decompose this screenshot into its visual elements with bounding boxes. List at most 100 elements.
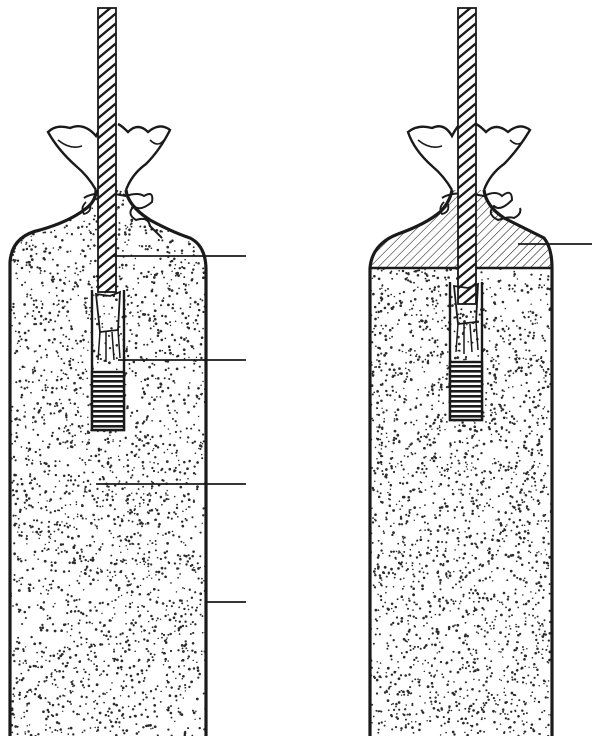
stipple-dot	[500, 280, 502, 282]
stipple-dot	[521, 289, 524, 292]
stipple-dot	[139, 245, 141, 247]
stipple-dot	[378, 540, 380, 542]
stipple-dot	[134, 621, 137, 624]
stipple-dot	[446, 576, 448, 578]
stipple-dot	[144, 435, 146, 437]
stipple-dot	[439, 427, 441, 429]
stipple-dot	[64, 646, 66, 648]
stipple-dot	[385, 290, 387, 292]
stipple-dot	[49, 403, 52, 406]
stipple-dot	[463, 359, 465, 361]
stipple-dot	[161, 468, 163, 470]
stipple-dot	[463, 512, 465, 514]
stipple-dot	[67, 266, 69, 268]
stipple-dot	[434, 514, 436, 516]
stipple-dot	[69, 525, 71, 527]
stipple-dot	[153, 643, 155, 645]
stipple-dot	[90, 559, 92, 561]
stipple-dot	[397, 661, 399, 663]
stipple-dot	[539, 585, 542, 588]
stipple-dot	[116, 369, 118, 371]
stipple-dot	[515, 474, 516, 475]
stipple-dot	[502, 656, 503, 657]
stipple-dot	[185, 690, 186, 691]
stipple-dot	[57, 273, 59, 275]
stipple-dot	[431, 290, 433, 292]
stipple-dot	[415, 617, 416, 618]
stipple-dot	[405, 651, 408, 654]
stipple-dot	[429, 697, 431, 699]
stipple-dot	[196, 397, 197, 398]
stipple-dot	[85, 696, 87, 698]
stipple-dot	[427, 354, 430, 357]
stipple-dot	[27, 200, 29, 202]
stipple-dot	[533, 396, 535, 398]
stipple-dot	[466, 464, 468, 466]
stipple-dot	[25, 458, 27, 460]
stipple-dot	[486, 502, 488, 504]
stipple-dot	[68, 432, 70, 434]
stipple-dot	[43, 193, 45, 195]
stipple-dot	[385, 586, 387, 588]
stipple-dot	[429, 605, 432, 608]
stipple-dot	[445, 284, 448, 287]
stipple-dot	[72, 691, 74, 693]
stipple-dot	[125, 612, 127, 614]
stipple-dot	[458, 350, 460, 352]
stipple-dot	[438, 651, 440, 653]
stipple-dot	[114, 599, 116, 601]
stipple-dot	[80, 643, 82, 645]
stipple-dot	[141, 396, 143, 398]
stipple-dot	[68, 728, 70, 730]
stipple-dot	[401, 523, 403, 525]
stipple-dot	[19, 577, 21, 579]
stipple-dot	[382, 553, 383, 554]
stipple-dot	[70, 250, 72, 252]
stipple-dot	[129, 628, 132, 631]
stipple-dot	[31, 222, 33, 224]
stipple-dot	[475, 649, 477, 651]
stipple-dot	[538, 628, 540, 630]
stipple-dot	[202, 443, 203, 444]
stipple-dot	[23, 522, 26, 525]
stipple-dot	[51, 561, 53, 563]
stipple-dot	[126, 592, 128, 594]
stipple-dot	[515, 465, 518, 468]
stipple-dot	[148, 500, 150, 502]
stipple-dot	[434, 700, 437, 703]
stipple-dot	[201, 650, 203, 652]
stipple-dot	[105, 714, 107, 716]
stipple-dot	[435, 691, 437, 693]
stipple-dot	[531, 541, 533, 543]
stipple-dot	[421, 584, 424, 587]
stipple-dot	[481, 472, 483, 474]
stipple-dot	[65, 425, 67, 427]
stipple-dot	[390, 346, 393, 349]
stipple-dot	[110, 533, 112, 535]
stipple-dot	[62, 441, 64, 443]
stipple-dot	[34, 368, 35, 369]
stipple-dot	[455, 701, 457, 703]
stipple-dot	[378, 609, 380, 611]
stipple-dot	[497, 550, 499, 552]
stipple-dot	[155, 544, 157, 546]
stipple-dot	[538, 589, 540, 591]
stipple-dot	[445, 343, 448, 346]
stipple-dot	[409, 370, 411, 372]
stipple-dot	[389, 463, 391, 465]
stipple-dot	[515, 626, 517, 628]
stipple-dot	[411, 308, 413, 310]
stipple-dot	[18, 694, 21, 697]
stipple-dot	[473, 648, 475, 650]
stipple-dot	[47, 618, 49, 620]
stipple-dot	[203, 199, 206, 202]
stipple-dot	[33, 300, 35, 302]
stipple-dot	[164, 452, 166, 454]
stipple-dot	[67, 516, 69, 518]
stipple-dot	[135, 372, 137, 374]
stipple-dot	[108, 335, 110, 337]
stipple-dot	[190, 190, 192, 192]
stipple-dot	[539, 463, 541, 465]
stipple-dot	[188, 387, 190, 389]
stipple-dot	[495, 413, 497, 415]
